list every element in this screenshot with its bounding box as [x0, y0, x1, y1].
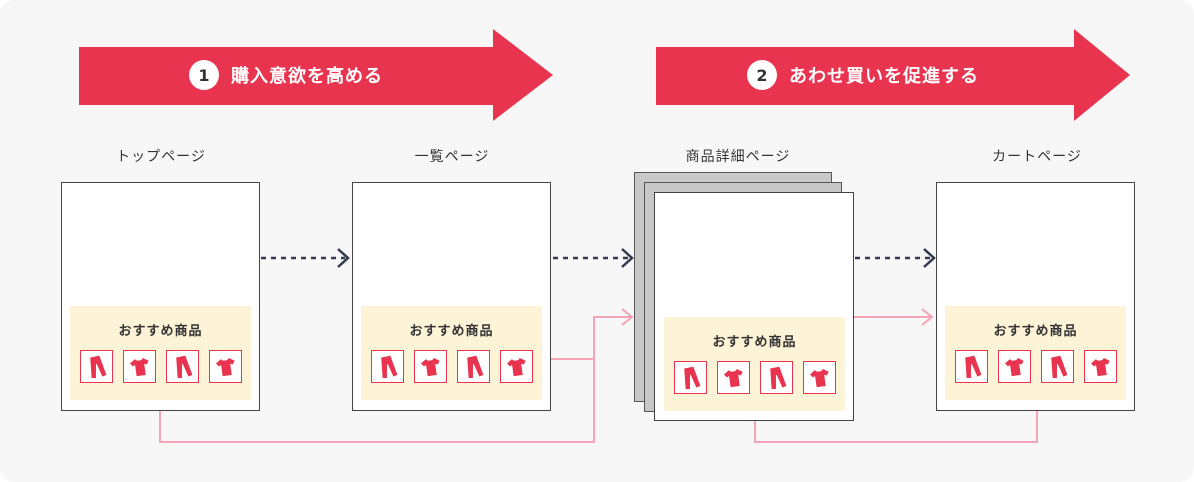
step-1-arrow-shape	[79, 29, 553, 121]
top-page-frame: おすすめ商品	[61, 182, 260, 411]
pants-icon	[766, 365, 788, 390]
top-page-recommend-panel: おすすめ商品	[70, 306, 251, 400]
tshirt-icon	[214, 355, 238, 379]
recommend-product-item	[803, 361, 836, 394]
cart-page-recommend-items	[955, 350, 1117, 383]
tshirt-icon	[128, 355, 152, 379]
step-2-number: 2	[747, 60, 777, 90]
list-page-recommend-items	[371, 350, 533, 383]
recommend-product-item	[166, 350, 199, 383]
recommend-product-item	[414, 350, 447, 383]
pants-icon	[1047, 354, 1069, 379]
recommend-product-item	[1041, 350, 1074, 383]
pants-icon	[377, 354, 399, 379]
recommend-product-item	[123, 350, 156, 383]
pants-icon	[680, 365, 702, 390]
tshirt-icon	[1089, 355, 1113, 379]
cart-page-label: カートページ	[992, 149, 1082, 165]
detail-page-frame: おすすめ商品	[654, 192, 854, 421]
top-page-recommend-title: おすすめ商品	[118, 324, 203, 339]
pants-icon	[172, 354, 194, 379]
detail-page-label: 商品詳細ページ	[685, 149, 791, 165]
step-2-content: 2 あわせ買いを促進する	[656, 29, 1070, 121]
recommend-product-item	[955, 350, 988, 383]
detail-page-recommend-panel: おすすめ商品	[664, 317, 845, 411]
flow-arrow-3-head	[923, 248, 936, 268]
step-1-banner: 1 購入意欲を高める	[79, 29, 553, 121]
recommend-product-item	[500, 350, 533, 383]
cart-page-frame: おすすめ商品	[936, 182, 1135, 411]
tshirt-icon	[722, 366, 746, 390]
pants-icon	[86, 354, 108, 379]
recommend-product-item	[457, 350, 490, 383]
tshirt-icon	[505, 355, 529, 379]
step-1-label: 購入意欲を高める	[231, 66, 383, 87]
flow-arrow-2-head	[621, 248, 634, 268]
top-page-recommend-items	[80, 350, 242, 383]
recommend-product-item	[760, 361, 793, 394]
recommend-product-item	[209, 350, 242, 383]
tshirt-icon	[1003, 355, 1027, 379]
tshirt-icon	[808, 366, 832, 390]
list-page-label: 一覧ページ	[414, 149, 490, 165]
cart-page-recommend-panel: おすすめ商品	[945, 306, 1126, 400]
top-to-detail-link-arrowhead	[621, 308, 634, 326]
step-1-number: 1	[189, 60, 219, 90]
recommend-product-item	[674, 361, 707, 394]
step-2-label: あわせ買いを促進する	[789, 66, 979, 87]
detail-page-recommend-title: おすすめ商品	[712, 335, 797, 350]
recommend-product-item	[998, 350, 1031, 383]
list-page-recommend-panel: おすすめ商品	[361, 306, 542, 400]
step-1-content: 1 購入意欲を高める	[79, 29, 493, 121]
top-page-label: トップページ	[116, 149, 206, 165]
recommend-product-item	[1084, 350, 1117, 383]
list-page-recommend-title: おすすめ商品	[409, 324, 494, 339]
pants-icon	[961, 354, 983, 379]
recommend-product-item	[371, 350, 404, 383]
flow-arrow-1-head	[337, 248, 350, 268]
recommend-product-item	[80, 350, 113, 383]
recommend-product-item	[717, 361, 750, 394]
cart-to-detail-link	[754, 394, 1038, 443]
detail-page-recommend-items	[674, 361, 836, 394]
step-2-arrow-shape	[656, 29, 1130, 121]
tshirt-icon	[419, 355, 443, 379]
cart-page-recommend-title: おすすめ商品	[993, 324, 1078, 339]
top-to-detail-link	[159, 316, 632, 443]
detail-to-cart-link-arrowhead	[921, 308, 934, 326]
pants-icon	[463, 354, 485, 379]
step-2-banner: 2 あわせ買いを促進する	[656, 29, 1130, 121]
list-page-frame: おすすめ商品	[352, 182, 551, 411]
